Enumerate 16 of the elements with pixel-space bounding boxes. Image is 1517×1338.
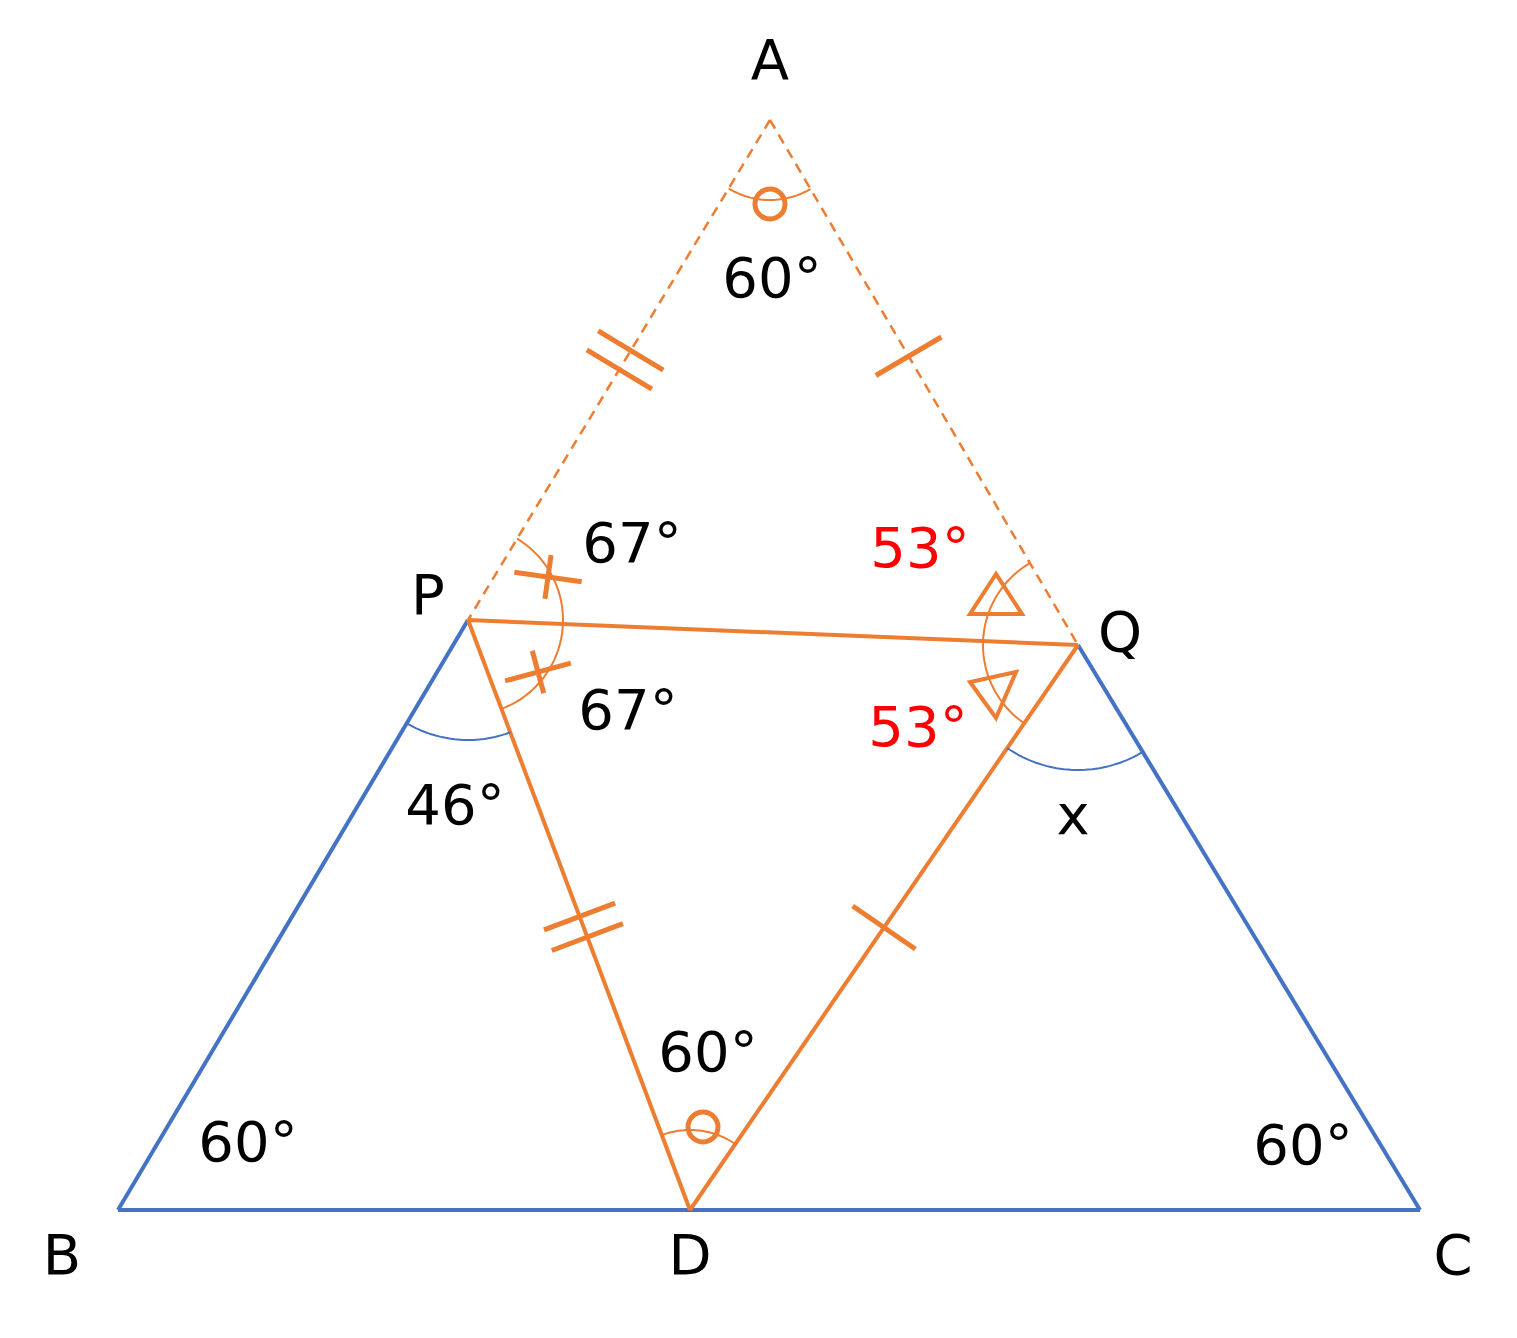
angle-label: x (1056, 787, 1090, 843)
angle-label: 60° (1253, 1117, 1353, 1173)
vertex-label: Q (1097, 604, 1143, 660)
vertex-label: B (42, 1227, 82, 1283)
vertex-label: P (411, 567, 445, 623)
vertex-label: A (750, 32, 790, 88)
angle-label: 60° (198, 1114, 298, 1170)
angle-label: 60° (658, 1024, 758, 1080)
angle-label: 53° (870, 520, 970, 576)
vertex-label: D (668, 1227, 712, 1283)
vertex-label: C (1433, 1227, 1473, 1283)
angle-label: 46° (405, 777, 505, 833)
angle-label: 67° (578, 682, 678, 738)
angle-label: 60° (722, 250, 822, 306)
angle-label: 67° (582, 515, 682, 571)
angle-label: 53° (868, 699, 968, 755)
